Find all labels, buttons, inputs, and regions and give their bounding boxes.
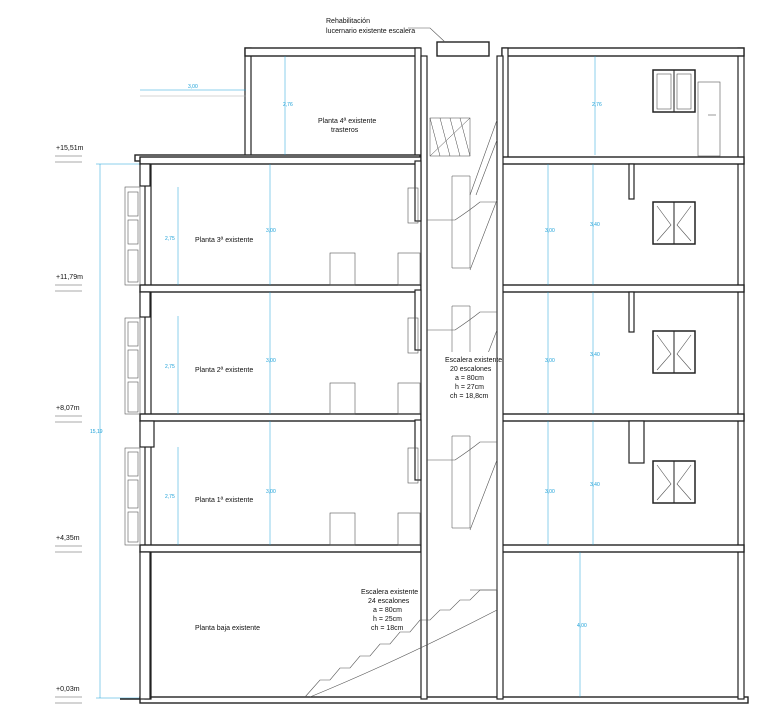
window-p3 — [652, 201, 696, 245]
level-label-807: +8,07m — [56, 405, 80, 412]
stair-upper-line1: Escalera existente — [445, 357, 502, 364]
stair-core — [304, 117, 498, 698]
room-labels: Planta 4ª existente trasteros Planta 3ª … — [195, 118, 376, 632]
dim-pb-right: 4,00 — [577, 623, 587, 629]
stair-label-lower: Escalera existente 24 escalones a = 80cm… — [361, 589, 418, 632]
level-marker-1179: +11,79m — [55, 274, 83, 292]
level-label-1551: +15,51m — [56, 145, 84, 152]
dimension-lines: 3,00 2,76 2,76 2,75 3,00 3,00 3,40 2,75 … — [140, 56, 602, 697]
dim-p3-right-340: 3,40 — [590, 222, 600, 228]
window-p4 — [652, 69, 696, 113]
room-p3: Planta 3ª existente — [195, 237, 253, 244]
dim-p3-300: 3,00 — [266, 228, 276, 234]
room-p4-line1: Planta 4ª existente — [318, 118, 376, 125]
dim-p2-300: 3,00 — [266, 358, 276, 364]
stair-label-upper: Escalera existente 20 escalones a = 80cm… — [443, 352, 502, 407]
stair-upper-line2: 20 escalones — [450, 366, 492, 373]
dim-p2-right-340: 3,40 — [590, 352, 600, 358]
room-pb: Planta baja existente — [195, 625, 260, 632]
level-label-003: +0,03m — [56, 686, 80, 693]
window-p1 — [652, 460, 696, 504]
stair-upper-line4: h = 27cm — [455, 384, 484, 391]
window-p2 — [652, 330, 696, 374]
interior-outlines — [329, 81, 721, 546]
stair-lower-line5: ch = 18cm — [371, 625, 404, 632]
room-p2: Planta 2ª existente — [195, 367, 253, 374]
dim-p1-right-340: 3,40 — [590, 482, 600, 488]
dim-p2-275: 2,75 — [165, 364, 175, 370]
dim-p3-275: 2,75 — [165, 236, 175, 242]
level-marker-435: +4,35m — [55, 535, 82, 553]
dim-p3-right-300: 3,00 — [545, 228, 555, 234]
stair-lower-line4: h = 25cm — [373, 616, 402, 623]
level-label-1179: +11,79m — [56, 274, 83, 281]
total-height-dimension: 15,19 — [90, 163, 140, 699]
room-p1: Planta 1ª existente — [195, 497, 253, 504]
callout-line-2: lucernario existente escalera — [326, 28, 415, 35]
stair-lower-line2: 24 escalones — [368, 598, 410, 605]
level-label-435: +4,35m — [56, 535, 80, 542]
dim-p4-left: 2,76 — [283, 102, 293, 108]
dim-p1-right-300: 3,00 — [545, 489, 555, 495]
stair-lower-line1: Escalera existente — [361, 589, 418, 596]
dim-p2-right-300: 3,00 — [545, 358, 555, 364]
level-marker-003: +0,03m — [55, 686, 82, 704]
stair-upper-line3: a = 80cm — [455, 375, 484, 382]
level-marker-1551: +15,51m — [55, 145, 84, 163]
stair-upper-line5: ch = 18,8cm — [450, 393, 488, 400]
windows-right — [652, 69, 696, 504]
stair-lower-line3: a = 80cm — [373, 607, 402, 614]
level-marker-807: +8,07m — [55, 405, 82, 423]
dim-p4-right: 2,76 — [592, 102, 602, 108]
dim-p1-300: 3,00 — [266, 489, 276, 495]
callout-line-1: Rehabilitación — [326, 18, 370, 25]
room-p4-line2: trasteros — [331, 127, 359, 134]
building-structure — [120, 41, 749, 704]
dim-terrace-width: 3,00 — [188, 84, 198, 90]
skylight-callout: Rehabilitación lucernario existente esca… — [326, 18, 446, 43]
total-height-label: 15,19 — [90, 429, 103, 435]
dim-p1-275: 2,75 — [165, 494, 175, 500]
level-markers: +15,51m +11,79m +8,07m +4,35m +0,03m — [55, 145, 84, 704]
